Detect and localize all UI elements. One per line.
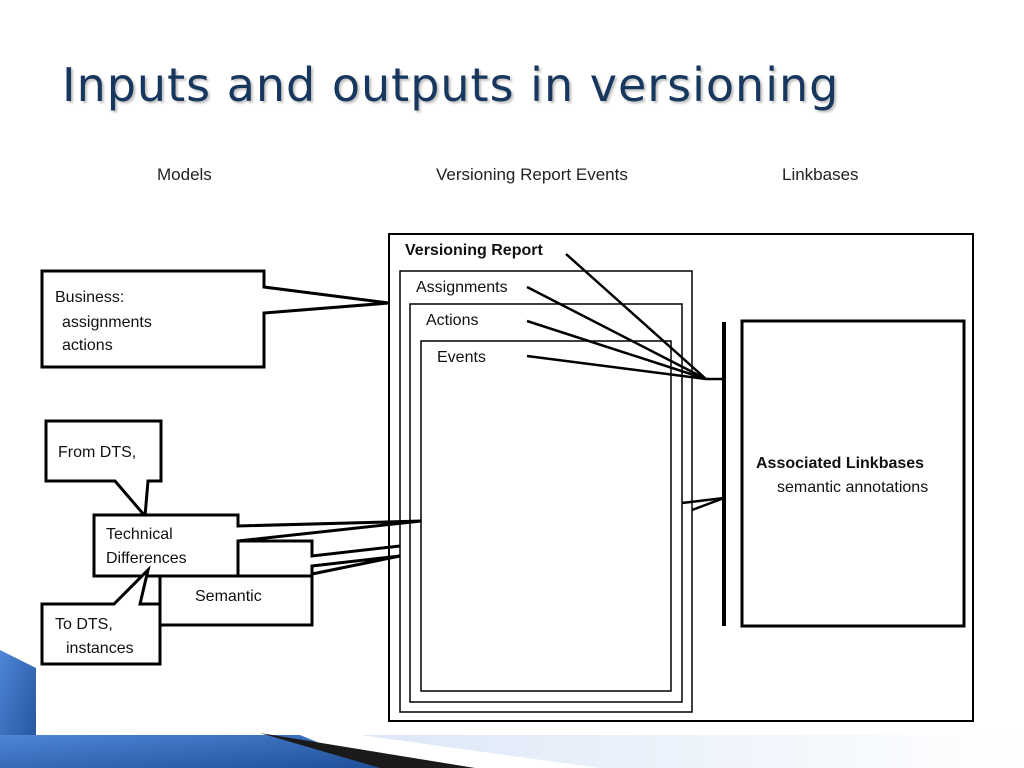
from-dts-callout bbox=[44, 419, 163, 520]
assignments-box bbox=[399, 270, 693, 713]
linkbases-title: Associated Linkbases bbox=[756, 455, 924, 472]
slide-title: Inputs and outputs in versioning bbox=[62, 58, 840, 112]
column-header-models: Models bbox=[157, 165, 212, 184]
business-label-2: assignments bbox=[62, 314, 152, 331]
versioning-report-box bbox=[388, 233, 974, 722]
to-dts-label-1: To DTS, bbox=[55, 616, 113, 633]
technical-label-2: Differences bbox=[106, 550, 187, 567]
from-dts-label: From DTS, bbox=[58, 444, 136, 461]
footer-decoration bbox=[0, 650, 1024, 768]
semantic-label: Semantic bbox=[195, 588, 262, 605]
technical-differences-callout bbox=[92, 513, 422, 578]
business-label-3: actions bbox=[62, 337, 113, 354]
to-dts-callout bbox=[40, 565, 162, 666]
technical-connector bbox=[238, 539, 401, 558]
to-dts-label-2: instances bbox=[66, 640, 134, 657]
events-label: Events bbox=[437, 349, 486, 366]
column-header-linkbases: Linkbases bbox=[782, 165, 859, 184]
associated-linkbases-box bbox=[740, 319, 966, 628]
versioning-report-label: Versioning Report bbox=[405, 242, 543, 259]
linkbases-subtitle: semantic annotations bbox=[777, 479, 928, 496]
linkbase-connectors bbox=[526, 253, 725, 512]
business-callout bbox=[40, 269, 390, 369]
actions-label: Actions bbox=[426, 312, 478, 329]
semantic-callout bbox=[158, 554, 401, 627]
column-header-events: Versioning Report Events bbox=[436, 165, 628, 184]
technical-label-1: Technical bbox=[106, 526, 173, 543]
assignments-label: Assignments bbox=[416, 279, 508, 296]
business-label-1: Business: bbox=[55, 289, 124, 306]
events-box bbox=[420, 340, 672, 692]
